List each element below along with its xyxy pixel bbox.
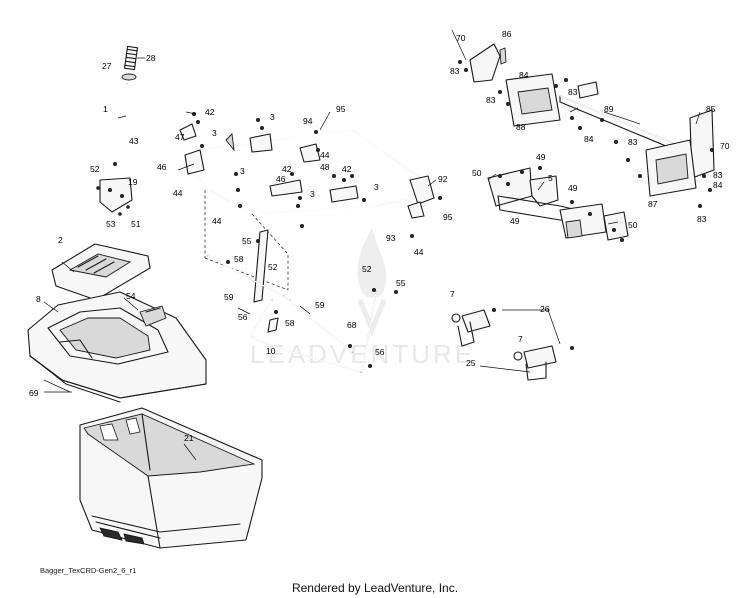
callout-label: 88 <box>516 122 526 132</box>
leadventure-watermark: LEADVENTURE <box>250 228 475 369</box>
callout-label: 87 <box>648 199 658 209</box>
callout-label: 26 <box>540 304 550 314</box>
callout-label: 44 <box>173 188 183 198</box>
callout-label: 49 <box>568 183 578 193</box>
callout-label: 84 <box>519 70 529 80</box>
callout-label: 69 <box>29 388 39 398</box>
callout-label: 58 <box>234 254 244 264</box>
callout-label: 21 <box>184 433 194 443</box>
callout-label: 84 <box>713 180 723 190</box>
callout-label: 42 <box>282 164 292 174</box>
callout-label: 27 <box>102 61 112 71</box>
callout-label: 50 <box>628 220 638 230</box>
callout-label: 92 <box>438 174 448 184</box>
callout-leaders <box>43 29 701 461</box>
callout-label: 44 <box>212 216 222 226</box>
callout-label: 83 <box>450 66 460 76</box>
callout-label: 25 <box>466 358 476 368</box>
callout-label: 10 <box>266 346 276 356</box>
mounting-bracket-assembly <box>458 43 715 208</box>
callout-label: 42 <box>342 164 352 174</box>
callout-label: 58 <box>285 318 295 328</box>
callout-label: 83 <box>697 214 707 224</box>
callout-label: 53 <box>106 219 116 229</box>
callout-label: 47 <box>175 132 185 142</box>
callout-label: 56 <box>238 312 248 322</box>
callout-label: 1 <box>103 104 108 114</box>
callout-label: 86 <box>502 29 512 39</box>
callout-label: 59 <box>224 292 234 302</box>
callout-label: 3 <box>240 166 245 176</box>
callout-label: 48 <box>320 162 330 172</box>
callout-label: 7 <box>450 289 455 299</box>
callout-label: 84 <box>584 134 594 144</box>
frame-hardware <box>192 112 442 238</box>
callout-label: 2 <box>58 235 63 245</box>
callout-label: 46 <box>276 174 286 184</box>
callout-label: 83 <box>628 137 638 147</box>
callout-label: 7 <box>518 334 523 344</box>
callout-label: 83 <box>568 87 578 97</box>
callout-label: 52 <box>90 164 100 174</box>
callout-label: 94 <box>303 116 313 126</box>
grass-bag-assembly <box>79 407 263 549</box>
callout-label: 95 <box>336 104 346 114</box>
bag-support-frame <box>179 123 435 373</box>
callout-labels: 28 27 1 43 52 19 53 51 2 8 54 69 21 42 4… <box>29 29 730 443</box>
callout-label: 85 <box>706 104 716 114</box>
callout-label: 44 <box>414 247 424 257</box>
bagger-cover-assembly <box>27 243 207 403</box>
callout-label: 49 <box>536 152 546 162</box>
callout-label: 54 <box>126 291 136 301</box>
latch-spring-assembly <box>451 308 574 381</box>
callout-label: 44 <box>320 150 330 160</box>
callout-label: 55 <box>396 278 406 288</box>
callout-label: 59 <box>315 300 325 310</box>
callout-label: 3 <box>374 182 379 192</box>
callout-label: 3 <box>310 189 315 199</box>
callout-label: 49 <box>510 216 520 226</box>
callout-label: 3 <box>212 128 217 138</box>
callout-label: 83 <box>486 95 496 105</box>
callout-label: 56 <box>375 347 385 357</box>
callout-label: 8 <box>36 294 41 304</box>
lift-handle-assembly <box>96 45 139 216</box>
diagram-reference-label: Bagger_TexCRD-Gen2_6_r1 <box>40 566 137 575</box>
callout-label: 95 <box>443 212 453 222</box>
hitch-plate-assembly <box>487 166 629 242</box>
callout-label: 89 <box>604 104 614 114</box>
callout-label: 93 <box>386 233 396 243</box>
callout-label: 50 <box>472 168 482 178</box>
callout-label: 70 <box>456 33 466 43</box>
callout-label: 70 <box>720 141 730 151</box>
watermark-text: LEADVENTURE <box>250 339 475 369</box>
callout-label: 55 <box>242 236 252 246</box>
callout-label: 43 <box>129 136 139 146</box>
callout-label: 3 <box>270 112 275 122</box>
callout-label: 52 <box>268 262 278 272</box>
callout-label: 51 <box>131 219 141 229</box>
render-credit: Rendered by LeadVenture, Inc. <box>291 581 459 595</box>
callout-label: 42 <box>205 107 215 117</box>
callout-label: 52 <box>362 264 372 274</box>
callout-label: 83 <box>713 170 723 180</box>
callout-label: 28 <box>146 53 156 63</box>
callout-label: 68 <box>347 320 357 330</box>
callout-label: 46 <box>157 162 167 172</box>
callout-label: 19 <box>128 177 138 187</box>
callout-label: 5 <box>548 173 553 183</box>
